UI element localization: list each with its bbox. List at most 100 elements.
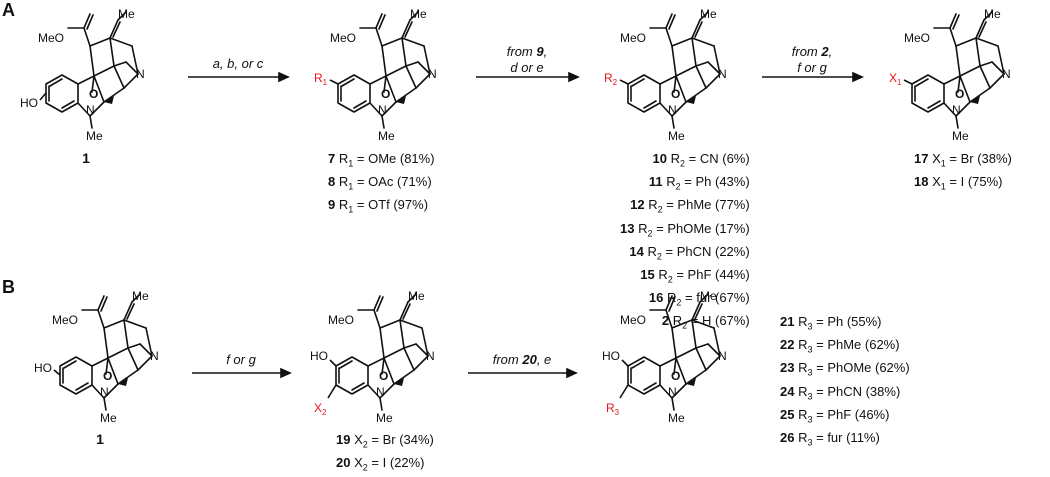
label-o-19: O xyxy=(379,369,388,383)
substituent-index: 2 xyxy=(676,297,682,308)
product-list-19-20: 19 X2 = Br (34%)20 X2 = I (22%) xyxy=(336,431,434,477)
label-ho-19: HO xyxy=(310,349,328,363)
label-methyl-19: Me xyxy=(408,289,425,303)
bond-oh-21 xyxy=(621,359,629,367)
arrow-a3-head xyxy=(852,71,864,83)
label-o-1a: O xyxy=(89,87,98,101)
compound-number: 25 xyxy=(780,406,795,422)
label-nme-n-1b: N xyxy=(100,385,109,399)
compound-number: 26 xyxy=(780,429,795,445)
label-nme-21: Me xyxy=(668,411,685,425)
compound-number: 21 xyxy=(780,314,795,329)
label-r1: R1 xyxy=(314,71,328,87)
label-x2: X2 xyxy=(314,401,327,417)
arrow-b2-compound: 20 xyxy=(522,352,537,367)
substituent-symbol: R xyxy=(658,266,668,282)
label-n-10: N xyxy=(718,67,727,81)
compound-entry: 17 X1 = Br (38%) xyxy=(914,150,1012,173)
substituent-index: 2 xyxy=(675,181,681,192)
panel-label-a: A xyxy=(2,0,15,20)
arrow-a3-compound: 2 xyxy=(821,44,829,59)
substituent-symbol: R xyxy=(798,429,808,445)
arrow-a3-line2: f or g xyxy=(797,60,827,75)
substituent-index: 2 xyxy=(362,462,368,473)
compound-entry: 15 R2 = PhF (44%) xyxy=(620,266,749,289)
substituent-index: 2 xyxy=(656,251,662,262)
compound-entry: 9 R1 = OTf (97%) xyxy=(328,196,435,219)
compound-number: 13 xyxy=(620,220,635,236)
substituent-symbol: R xyxy=(338,174,349,190)
label-ester-21: MeO xyxy=(620,313,646,327)
compound-entry: 14 R2 = PhCN (22%) xyxy=(620,243,750,266)
compound-entry: 11 R2 = Ph (43%) xyxy=(620,173,750,196)
substituent-symbol: R xyxy=(672,313,683,329)
bond-r1 xyxy=(329,79,339,85)
label-nme-1a: Me xyxy=(86,129,103,143)
substituent-symbol: R xyxy=(798,406,808,422)
compound-entry: 8 R1 = OAc (71%) xyxy=(328,173,435,196)
label-nme-n-19: N xyxy=(376,385,385,399)
compound-entry: 25 R3 = PhF (46%) xyxy=(780,406,910,429)
arrow-b1-head xyxy=(280,367,292,379)
arrow-a2-compound: 9 xyxy=(536,44,544,59)
substituent-symbol: R xyxy=(667,290,677,306)
substituent-symbol: R xyxy=(338,197,349,213)
arrow-a2-head xyxy=(568,71,580,83)
bond-x1 xyxy=(903,79,913,85)
label-r3: R3 xyxy=(606,401,620,417)
compound-number: 22 xyxy=(780,337,795,353)
label-n-21: N xyxy=(718,349,727,363)
substituent-value: = PhMe (77%) xyxy=(662,197,750,213)
substituent-index: 3 xyxy=(807,367,813,378)
compound-number: 16 xyxy=(648,290,664,306)
label-nme-10: Me xyxy=(668,129,685,143)
bond-oh-1b xyxy=(53,369,61,376)
label-methyl-1b: Me xyxy=(132,289,149,303)
substituent-index: 1 xyxy=(348,204,354,215)
substituent-index: 2 xyxy=(682,320,688,331)
substituent-index: 2 xyxy=(657,204,663,215)
label-nme-17: Me xyxy=(952,129,969,143)
label-methyl-10: Me xyxy=(700,7,717,21)
substituent-index: 2 xyxy=(362,439,368,450)
label-ho-21: HO xyxy=(602,349,620,363)
product-list-10-2: 10 R2 = CN (6%)11 R2 = Ph (43%)12 R2 = P… xyxy=(620,150,750,336)
substituent-value: = OAc (71%) xyxy=(353,174,432,190)
compound-number: 9 xyxy=(328,197,336,213)
substituent-index: 1 xyxy=(348,181,354,192)
label-methyl-7: Me xyxy=(410,7,427,21)
compound-number: 20 xyxy=(336,455,351,471)
label-o-17: O xyxy=(955,87,964,101)
bond-r2 xyxy=(619,79,629,85)
compound-entry: 20 X2 = I (22%) xyxy=(336,454,434,477)
label-methyl-1a: Me xyxy=(118,7,135,21)
label-o-10: O xyxy=(671,87,680,101)
bond-r3 xyxy=(619,384,629,399)
compound-number: 11 xyxy=(648,174,663,190)
arrow-a3-label: from 2, f or g xyxy=(762,44,862,76)
compound-entry: 18 X1 = I (75%) xyxy=(914,173,1012,196)
compound-entry: 21 R3 = Ph (55%) xyxy=(780,313,910,336)
substituent-symbol: X xyxy=(932,151,941,166)
substituent-symbol: X xyxy=(932,174,941,190)
bond-oh-19 xyxy=(329,359,337,367)
substituent-symbol: X xyxy=(354,455,363,471)
compound-number: 19 xyxy=(336,432,351,447)
compound-number: 23 xyxy=(780,360,795,376)
product-list-7-9: 7 R1 = OMe (81%)8 R1 = OAc (71%)9 R1 = O… xyxy=(328,150,435,220)
arrow-a3-line1: from 2, xyxy=(791,44,833,59)
label-n-1a: N xyxy=(136,67,145,81)
label-r2: R2 xyxy=(604,71,618,87)
substituent-index: 1 xyxy=(348,158,354,169)
substituent-value: = PhCN (22%) xyxy=(661,243,750,259)
substituent-symbol: R xyxy=(638,220,648,236)
compound-number: 10 xyxy=(652,151,667,166)
compound-entry: 22 R3 = PhMe (62%) xyxy=(780,336,910,359)
substituent-index: 3 xyxy=(807,437,813,448)
compound-number: 24 xyxy=(780,383,795,399)
substituent-index: 1 xyxy=(940,181,946,192)
arrow-a2-line2: d or e xyxy=(510,60,544,75)
label-n-7: N xyxy=(428,67,437,81)
